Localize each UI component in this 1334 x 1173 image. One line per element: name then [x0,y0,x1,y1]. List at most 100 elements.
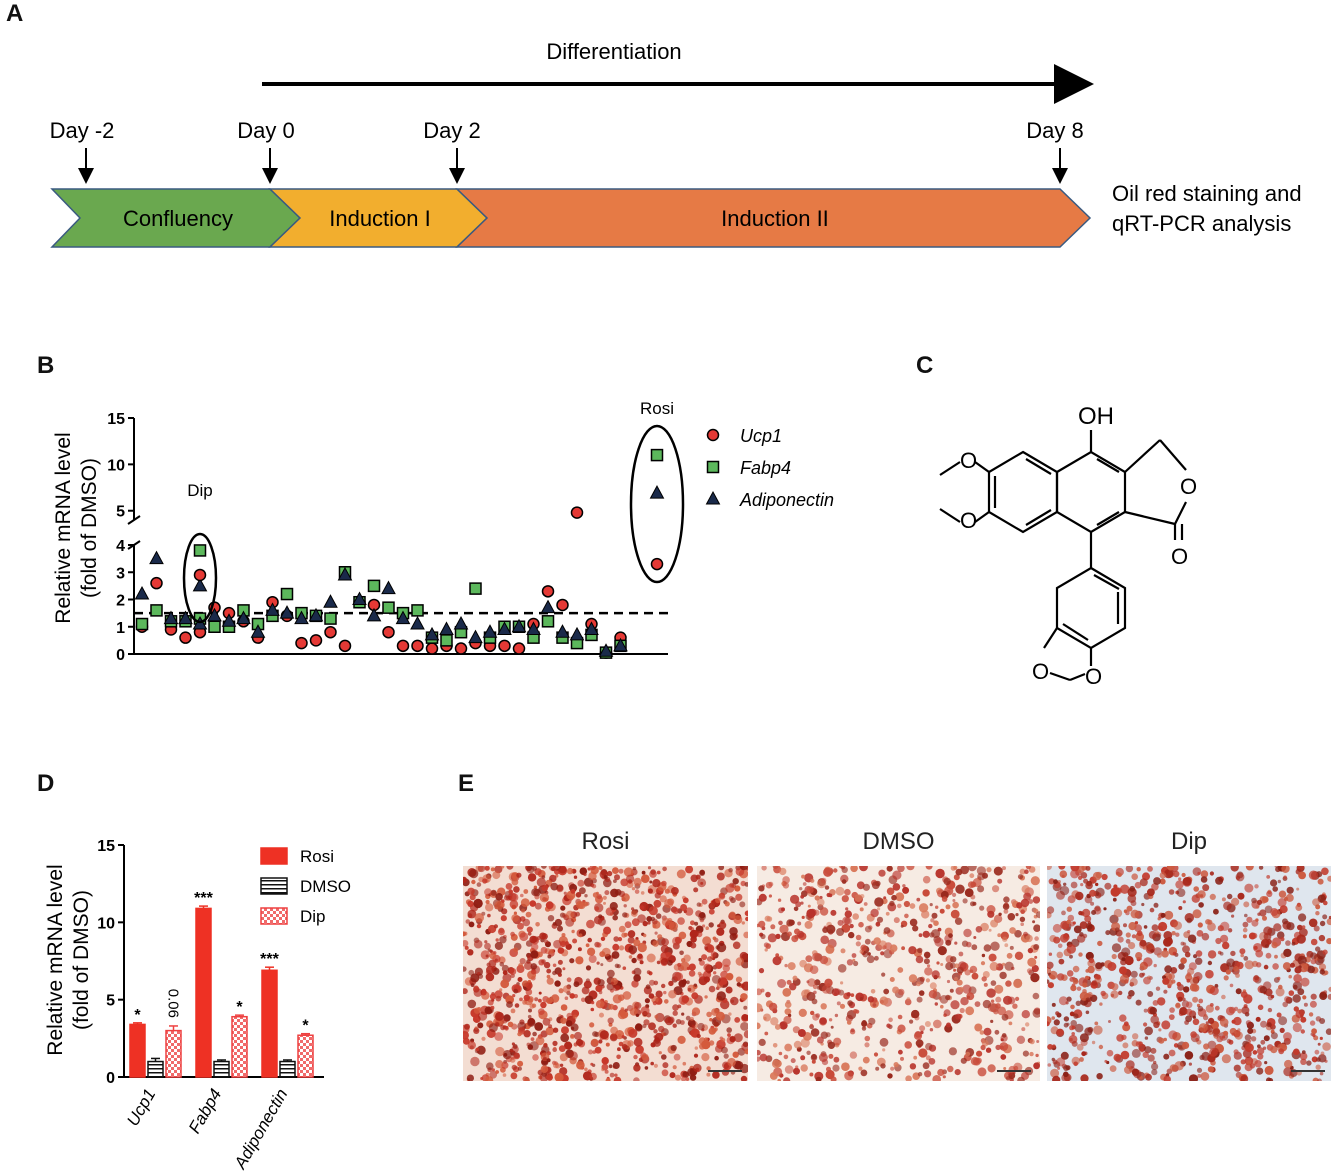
lipid-droplet [467,999,477,1009]
lipid-droplet [791,935,799,943]
lipid-droplet [1197,922,1203,928]
lipid-droplet [870,908,879,918]
lipid-droplet [728,867,733,873]
lipid-droplet [1035,1053,1039,1058]
lipid-droplet [541,1045,550,1054]
data-point-adiponectin [323,594,338,608]
lipid-droplet [1192,1015,1196,1019]
lipid-droplet [464,945,469,950]
lipid-droplet [1266,875,1271,879]
oxygen-label: O [960,508,977,533]
lipid-droplet [798,1008,807,1017]
lipid-droplet [484,1006,493,1015]
lipid-droplet [1256,1067,1264,1075]
lipid-droplet [1163,989,1168,994]
lipid-droplet [1242,934,1247,939]
lipid-droplet [929,1028,934,1032]
lipid-droplet [862,951,869,958]
lipid-droplet [610,981,614,985]
lipid-droplet [661,983,666,989]
lipid-droplet [1095,882,1099,887]
lipid-droplet [872,1003,877,1007]
lipid-droplet [540,1001,547,1009]
lipid-droplet [1153,877,1161,885]
lipid-droplet [988,928,992,932]
lipid-droplet [570,889,576,894]
lipid-droplet [1277,879,1281,884]
lipid-droplet [943,1009,951,1017]
lipid-droplet [591,884,597,889]
lipid-droplet [664,1016,674,1026]
data-point-ucp1 [498,639,511,653]
lipid-droplet [901,946,905,951]
lipid-droplet [568,1051,578,1061]
lipid-droplet [609,902,618,911]
lipid-droplet [1179,1007,1188,1016]
lipid-droplet [590,1062,594,1066]
lipid-droplet [577,879,585,887]
lipid-droplet [1027,947,1034,954]
lipid-droplet [848,931,855,939]
lipid-droplet [1033,924,1040,932]
lipid-droplet [1143,1008,1148,1013]
lipid-droplet [526,926,533,933]
y-axis-label-line1: Relative mRNA level [44,864,67,1055]
lipid-droplet [760,988,765,993]
lipid-droplet [701,954,708,961]
lipid-droplet [946,1022,951,1028]
lipid-droplet [560,1033,570,1043]
data-point-fabp4 [280,587,294,601]
data-point-fabp4 [324,612,337,625]
lipid-droplet [633,877,642,886]
lipid-droplet [667,917,673,924]
scale-bar [997,1070,1031,1072]
lipid-droplet [1015,996,1020,1001]
lipid-droplet [1246,916,1253,923]
lipid-droplet [1257,1004,1264,1011]
lipid-droplet [585,943,590,948]
lipid-droplet [1221,994,1226,1000]
lipid-droplet [1133,1069,1142,1079]
y-tick-label: 4 [116,538,125,555]
lipid-droplet [766,916,773,922]
lipid-droplet [1080,872,1088,879]
lipid-droplet [549,948,554,954]
lipid-droplet [604,890,610,896]
lipid-droplet [1244,1043,1254,1053]
scatter-chart: Relative mRNA level (fold of DMSO) 01234… [52,399,834,664]
lipid-droplet [641,1053,649,1061]
data-point-adiponectin [294,610,309,625]
lipid-droplet [982,999,992,1009]
lipid-droplet [1085,975,1089,980]
lipid-droplet [1200,870,1209,878]
lipid-droplet [1089,889,1097,897]
lipid-droplet [1197,871,1201,875]
lipid-droplet [1113,1053,1122,1062]
lipid-droplet [786,979,792,985]
lipid-droplet [881,972,886,977]
lipid-droplet [994,984,1004,994]
lipid-droplet [963,928,972,938]
lipid-droplet [1198,1023,1208,1033]
lipid-droplet [1208,1017,1215,1024]
lipid-droplet [1142,945,1147,950]
lipid-droplet [1326,918,1331,926]
lipid-droplet [1078,875,1083,880]
lipid-droplet [530,1037,535,1041]
lipid-droplet [660,958,668,966]
lipid-droplet [1207,960,1213,966]
lipid-droplet [940,963,944,966]
lipid-droplet [1123,1021,1129,1027]
lipid-droplet [653,1029,658,1034]
lipid-droplet [1175,880,1184,889]
lipid-droplet [906,997,911,1002]
lipid-droplet [1255,918,1259,922]
lipid-droplet [950,1000,960,1010]
lipid-droplet [521,908,526,913]
lipid-droplet [1192,909,1202,919]
lipid-droplet [1030,876,1040,886]
data-point-fabp4 [367,579,381,593]
lipid-droplet [806,886,814,894]
lipid-droplet [880,1063,886,1069]
lipid-droplet [1176,888,1186,897]
